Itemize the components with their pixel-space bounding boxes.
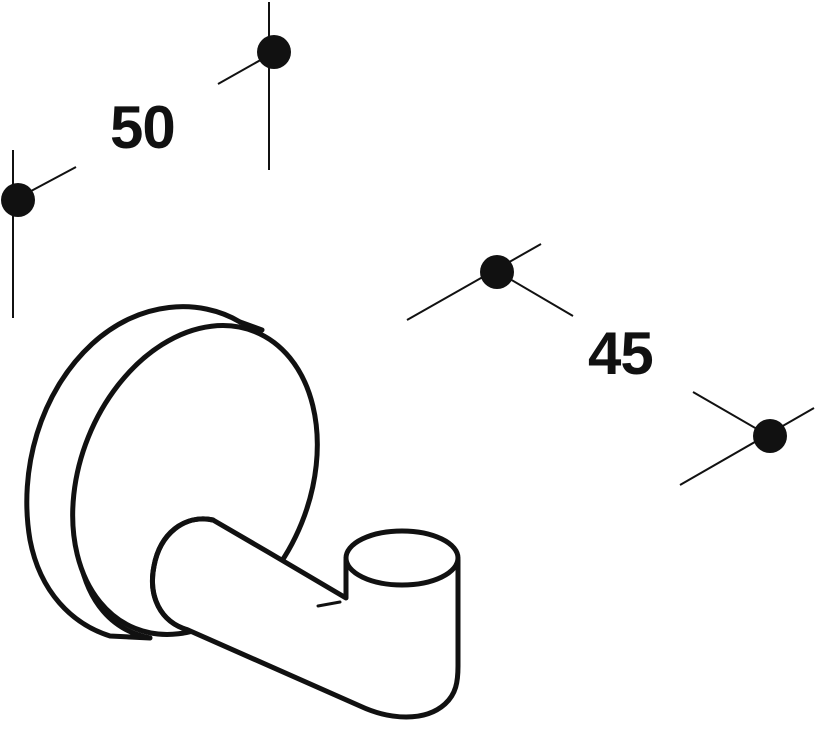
dim50-dot-right [257, 35, 291, 69]
hook-arm-end [150, 516, 216, 633]
hook-crease [316, 600, 342, 608]
dimension-45: 45 [406, 243, 815, 486]
wall-hook [24, 304, 461, 720]
dim45-label: 45 [588, 320, 653, 387]
hook-tip-top [343, 528, 461, 588]
dim45-dot-top [480, 255, 514, 289]
dim45-dot-bottom [753, 419, 787, 453]
dim50-label: 50 [110, 94, 175, 161]
dimension-50: 50 [1, 2, 291, 318]
dim45-extension-top [406, 243, 542, 321]
dim50-dot-left [1, 183, 35, 217]
dim45-extension-bottom [679, 407, 815, 486]
